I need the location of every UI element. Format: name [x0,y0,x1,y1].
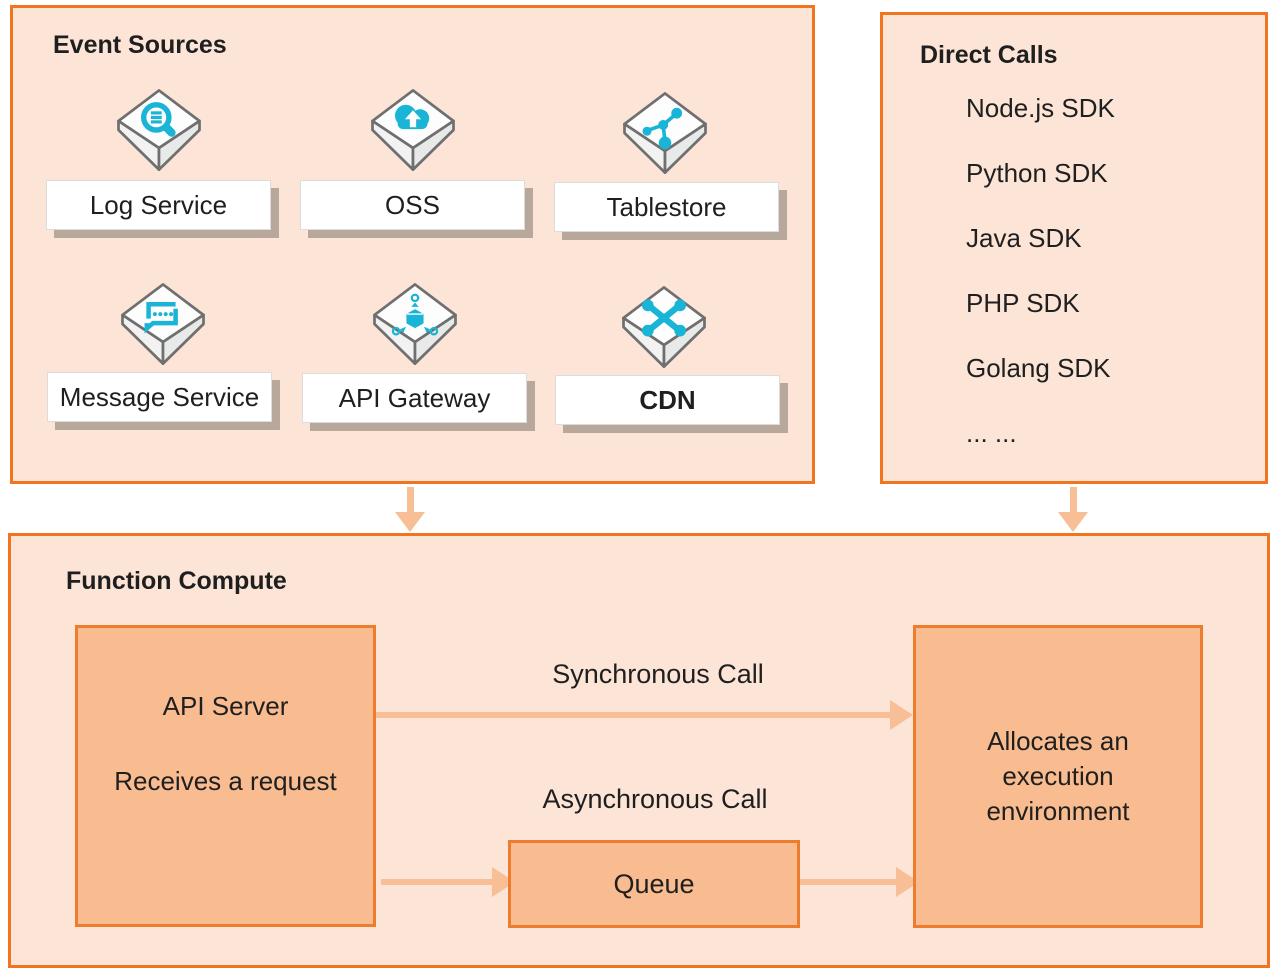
asynchronous-call-arrow-to-queue [381,867,515,897]
arrow-head [890,700,913,730]
asynchronous-call-label: Asynchronous Call [542,784,768,814]
event-sources-panel: Event Sources [10,5,815,484]
queue-box: Queue [508,840,800,928]
api-server-box: API Server Receives a request [75,625,376,927]
synchronous-call-arrow [376,700,913,730]
tablestore-icon [623,92,707,174]
event-sources-title: Event Sources [53,31,227,59]
service-label-oss: OSS [300,180,525,230]
queue-to-execution-environment-arrow [800,867,919,897]
queue-label: Queue [613,868,695,899]
arrow-shaft [800,879,896,885]
execution-environment-box: Allocates an execution environment [913,625,1203,928]
execution-environment-label: Allocates an execution environment [986,726,1130,826]
event-sources-to-function-compute-arrow [395,487,425,532]
api-gateway-icon [373,283,457,365]
service-label-message-service: Message Service [47,372,272,422]
arrow-head [395,512,425,532]
arrow-head [1058,512,1088,532]
message-service-icon [121,283,205,365]
sdk-item-php: PHP SDK [966,288,1080,318]
direct-calls-title: Direct Calls [920,41,1058,69]
sdk-item-java: Java SDK [966,223,1082,253]
function-compute-title: Function Compute [66,567,287,595]
sdk-item-ellipsis: ... ... [966,418,1017,448]
direct-calls-panel: Direct Calls Node.js SDK Python SDK Java… [880,12,1268,484]
sdk-item-nodejs: Node.js SDK [966,93,1115,123]
log-service-icon [117,89,201,171]
sdk-item-golang: Golang SDK [966,353,1111,383]
api-server-label: API Server [162,691,289,721]
arrow-shaft [381,879,492,885]
arrow-shaft [406,487,414,512]
arrow-shaft [1069,487,1077,512]
arrow-shaft [376,712,890,718]
cdn-icon [622,286,706,368]
api-server-subtitle: Receives a request [114,766,337,796]
service-label-api-gateway: API Gateway [302,373,527,423]
service-label-cdn: CDN [555,375,780,425]
direct-calls-to-function-compute-arrow [1058,487,1088,532]
service-label-log-service: Log Service [46,180,271,230]
function-compute-panel: Function Compute API Server Receives a r… [8,533,1270,968]
synchronous-call-label: Synchronous Call [552,659,764,689]
oss-icon [371,89,455,171]
service-label-tablestore: Tablestore [554,182,779,232]
sdk-list: Node.js SDK Python SDK Java SDK PHP SDK … [966,91,1115,481]
sdk-item-python: Python SDK [966,158,1108,188]
